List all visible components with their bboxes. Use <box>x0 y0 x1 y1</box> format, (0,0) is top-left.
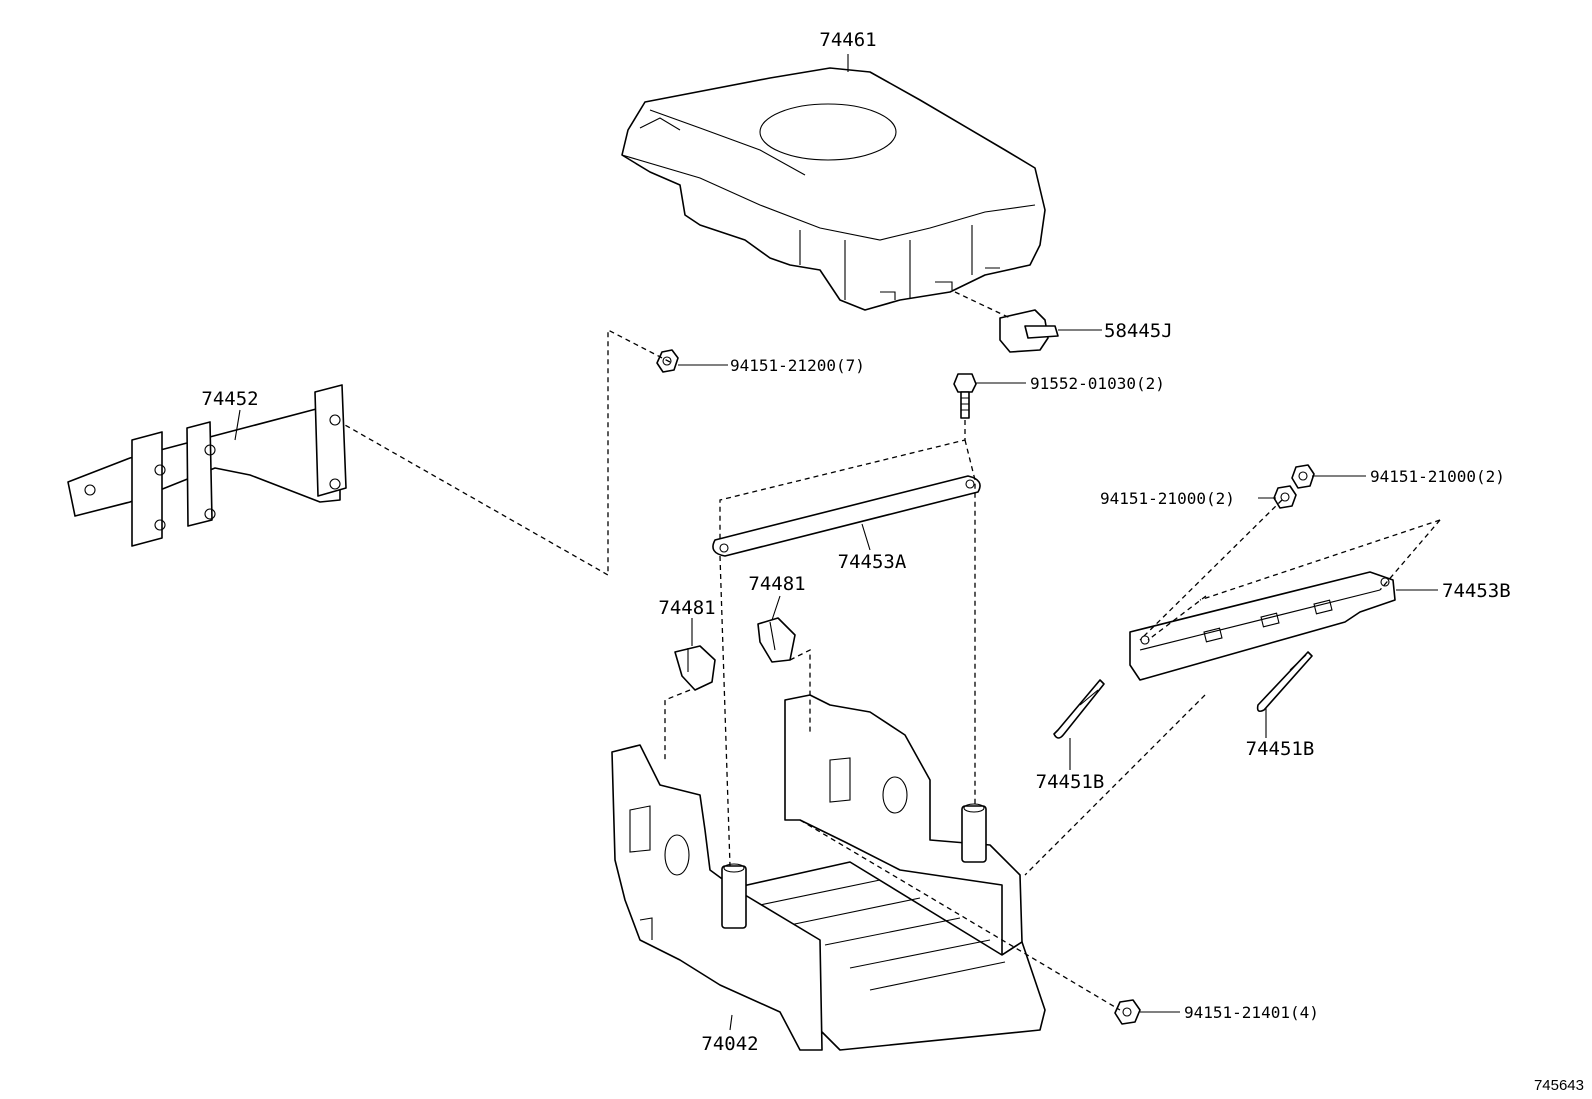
label-plug-58445j: 58445J <box>1104 320 1173 342</box>
nut-right-top-drawing <box>1291 464 1315 489</box>
label-rod-left: 74451B <box>1036 771 1105 793</box>
label-nut-7: 94151-21200(7) <box>730 356 865 375</box>
holder-left-drawing <box>674 645 716 691</box>
label-rod-right: 74451B <box>1246 738 1315 760</box>
label-nut-right-top: 94151-21000(2) <box>1370 467 1505 486</box>
label-holder-right: 74481 <box>748 573 805 595</box>
rod-left-drawing <box>1053 679 1105 739</box>
rod-right-drawing <box>1256 651 1313 712</box>
battery-tray-drawing <box>611 694 1046 1051</box>
label-battery-tray: 74042 <box>701 1033 758 1055</box>
part-labels: 74461 74452 94151-21200(7) 91552-01030(2… <box>201 29 1584 1094</box>
label-nut-right-mid: 94151-21000(2) <box>1100 489 1235 508</box>
label-battery-cover: 74461 <box>819 29 876 51</box>
label-side-bracket: 74452 <box>201 388 258 410</box>
leader-lines <box>234 54 1438 1031</box>
figure-id: 745643 <box>1534 1077 1584 1094</box>
label-clamp-bar-b: 74453B <box>1442 580 1511 602</box>
label-bolt-2: 91552-01030(2) <box>1030 374 1165 393</box>
clamp-bar-b-drawing <box>1129 571 1396 681</box>
plug-58445j-drawing <box>999 309 1059 353</box>
nut-4-drawing <box>1114 999 1141 1025</box>
clamp-bar-a-drawing <box>712 475 981 557</box>
bolt-2-drawing <box>953 373 977 419</box>
battery-cover-drawing <box>621 67 1046 311</box>
label-nut-4: 94151-21401(4) <box>1184 1003 1319 1022</box>
assembly-lines <box>344 291 1441 1011</box>
side-bracket-drawing <box>67 384 347 547</box>
holder-right-drawing <box>757 617 796 663</box>
nut-right-mid-drawing <box>1273 485 1297 509</box>
label-holder-left: 74481 <box>658 597 715 619</box>
label-clamp-bar-a: 74453A <box>838 551 907 573</box>
